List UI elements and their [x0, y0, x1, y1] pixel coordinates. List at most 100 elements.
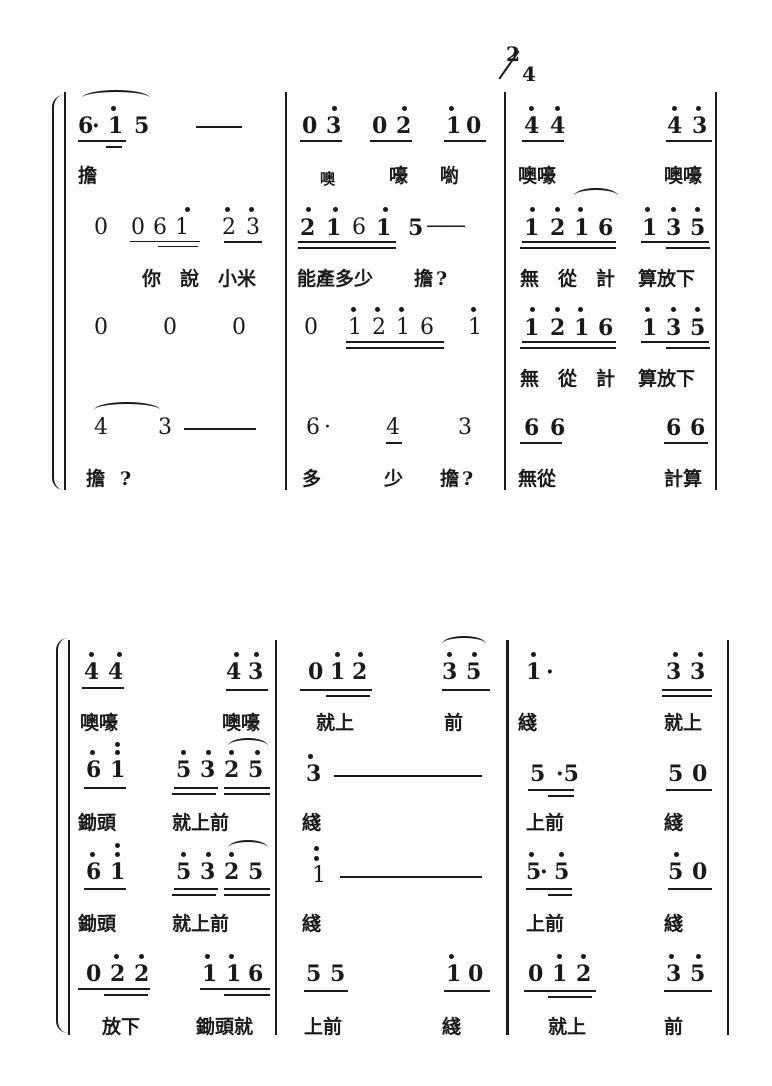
lyric: 就上前: [172, 812, 230, 834]
note: 1: [330, 659, 346, 685]
high-octave-dot: [229, 750, 234, 755]
note: 2: [550, 315, 566, 341]
note: 2: [134, 961, 150, 987]
underline: [172, 894, 216, 896]
high-octave-dot: [111, 106, 116, 111]
note: 2: [352, 659, 368, 685]
high-octave-dot: [555, 106, 560, 111]
lyric: 放下: [102, 1016, 141, 1038]
underline: [442, 689, 490, 691]
extension-dash: ——: [426, 213, 466, 238]
high-octave-dot: [332, 106, 337, 111]
note: 0: [304, 315, 318, 340]
note: 6: [598, 215, 614, 241]
note: 0: [528, 961, 544, 987]
slur: [228, 738, 268, 754]
high-octave-dot: [306, 207, 311, 212]
note: 3: [666, 215, 682, 241]
underline: [666, 140, 712, 142]
note: 5: [668, 859, 684, 885]
underline: [522, 140, 564, 142]
lyric: ?: [462, 468, 474, 490]
underline: [226, 689, 268, 691]
underline: [526, 888, 572, 890]
high-octave-dot: [696, 954, 701, 959]
lyric: 綫: [302, 913, 322, 935]
lyric: 鋤頭: [78, 913, 117, 935]
underline: [158, 246, 198, 247]
note: 5: [248, 859, 264, 885]
lyric: 小米: [218, 268, 257, 290]
high-octave-dot: [557, 954, 562, 959]
underline: [298, 247, 396, 249]
high-octave-dot: [559, 852, 564, 857]
lyric: 擔: [414, 268, 434, 290]
underline: [300, 140, 342, 142]
lyric: 綫: [664, 812, 684, 834]
note: 6: [420, 315, 434, 340]
note: ·5: [556, 761, 579, 787]
note: 1: [574, 215, 590, 241]
high-octave-dot: [90, 750, 95, 755]
high-octave-dot: [698, 652, 703, 657]
note: 6: [86, 757, 102, 783]
note: 5: [526, 859, 542, 885]
lyric: 說: [180, 268, 200, 290]
note: 5: [134, 113, 150, 139]
note: 4: [94, 415, 108, 440]
dot-augment: ·: [546, 659, 554, 685]
note: 5: [306, 961, 322, 987]
underline: [78, 988, 150, 990]
extension-dash: [196, 126, 242, 128]
high-octave-dot: [181, 852, 186, 857]
high-octave-dot: [447, 652, 452, 657]
lyric: 從: [558, 368, 578, 390]
high-octave-dot: [255, 750, 260, 755]
lyric: 就上: [664, 712, 703, 734]
underline: [346, 347, 444, 349]
note: 1: [175, 215, 189, 240]
note: 3: [326, 113, 342, 139]
underline: [666, 789, 712, 791]
barline: [285, 92, 287, 490]
high-octave-dot: [314, 856, 319, 861]
high-octave-dot: [399, 307, 404, 312]
underline: [224, 894, 270, 896]
measure-3-left-bracket: [508, 640, 509, 1035]
underline: [82, 687, 124, 689]
note: 1: [348, 315, 362, 340]
note: 6: [86, 859, 102, 885]
note: 4: [108, 659, 124, 685]
high-octave-dot: [206, 852, 211, 857]
note: 3: [200, 859, 216, 885]
barline-start: [68, 640, 70, 1035]
underline: [304, 990, 348, 992]
underline: [200, 988, 270, 990]
high-octave-dot: [358, 652, 363, 657]
high-octave-dot: [673, 652, 678, 657]
extension-dash: [340, 876, 482, 878]
underline: [298, 241, 396, 243]
lyric: 前: [664, 1016, 684, 1038]
note: 3: [306, 761, 322, 787]
high-octave-dot: [671, 207, 676, 212]
note: 1: [396, 315, 410, 340]
underline: [106, 146, 122, 148]
high-octave-dot: [472, 652, 477, 657]
note: 1: [326, 215, 342, 241]
underline: [664, 990, 712, 992]
note: 3: [246, 215, 260, 240]
dot-augment: ·: [92, 113, 100, 139]
note: 6: [550, 415, 566, 441]
underline: [662, 689, 712, 691]
note: 4: [667, 113, 683, 139]
time-signature-top: 2: [506, 42, 520, 66]
note: 3: [690, 659, 706, 685]
underline: [224, 787, 270, 789]
lyric: 無: [520, 268, 540, 290]
note: 6: [153, 215, 167, 240]
extension-dash: [334, 775, 482, 777]
lyric: 噢嚎: [80, 712, 119, 734]
note: 6: [524, 415, 540, 441]
underline: [520, 247, 616, 249]
